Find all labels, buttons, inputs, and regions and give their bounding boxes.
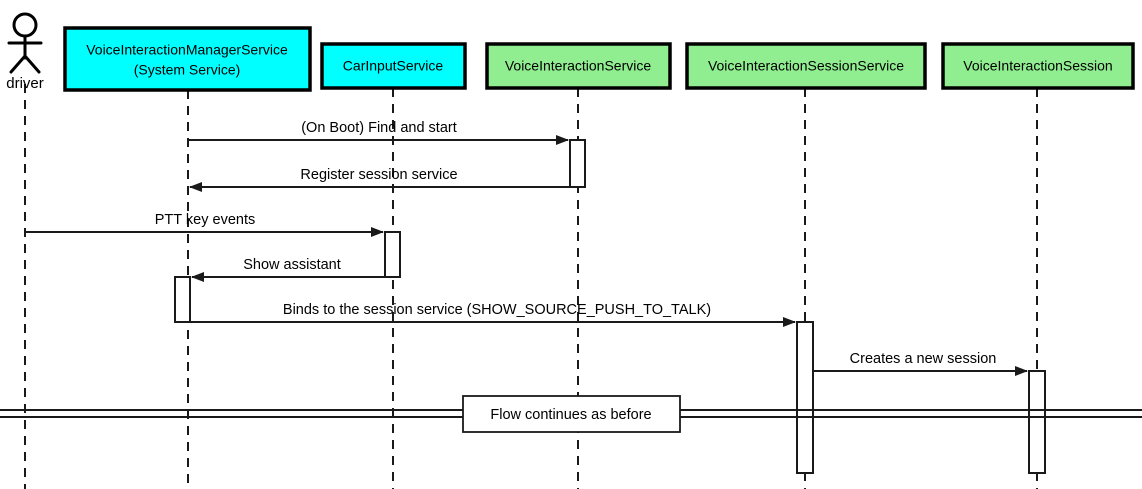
participant-box-vis[interactable] bbox=[485, 42, 672, 90]
activation-bar-cis bbox=[384, 231, 401, 278]
message-show-assistant[interactable]: Show assistant bbox=[191, 257, 400, 282]
message-label-m5: Binds to the session service (SHOW_SOURC… bbox=[283, 302, 711, 318]
message-creates-a-new-session[interactable]: Creates a new session bbox=[813, 351, 1028, 376]
participant-cis[interactable]: CarInputService bbox=[320, 42, 467, 90]
message-binds-to-session-service[interactable]: Binds to the session service (SHOW_SOURC… bbox=[175, 302, 796, 327]
stick-figure-leg-left-icon bbox=[9, 54, 27, 74]
activation-bar-vsession bbox=[1028, 370, 1046, 474]
participant-vims[interactable]: VoiceInteractionManagerService (System S… bbox=[63, 26, 312, 92]
activation-bar-vims bbox=[174, 276, 191, 323]
participant-vsession[interactable]: VoiceInteractionSession bbox=[941, 42, 1135, 90]
participant-box-viss[interactable] bbox=[685, 42, 927, 90]
message-register-session-service[interactable]: Register session service bbox=[189, 167, 570, 192]
message-on-boot-find-and-start[interactable]: (On Boot) Find and start bbox=[188, 120, 569, 145]
stick-figure-head-icon bbox=[12, 12, 38, 38]
stick-figure-leg-right-icon bbox=[23, 54, 41, 74]
actor-label-driver: driver bbox=[6, 75, 44, 92]
participant-label-vims-line2: (System Service) bbox=[134, 62, 241, 78]
actor-driver[interactable]: driver bbox=[6, 12, 44, 92]
message-label-m1: (On Boot) Find and start bbox=[301, 120, 457, 136]
divider-box bbox=[462, 395, 681, 433]
participant-label-vims-line1: VoiceInteractionManagerService bbox=[86, 42, 288, 58]
participant-viss[interactable]: VoiceInteractionSessionService bbox=[685, 42, 927, 90]
activation-bar-viss bbox=[796, 321, 814, 474]
participant-label-cis: CarInputService bbox=[343, 58, 444, 74]
participant-label-vsession: VoiceInteractionSession bbox=[963, 58, 1112, 74]
activation-bars-group bbox=[174, 139, 1046, 474]
participant-box-vims[interactable] bbox=[63, 26, 312, 92]
message-label-m3: PTT key events bbox=[155, 212, 255, 228]
divider-label: Flow continues as before bbox=[490, 407, 651, 423]
message-label-m6: Creates a new session bbox=[850, 351, 997, 367]
divider-flow-continues: Flow continues as before bbox=[0, 395, 1142, 433]
participant-vis[interactable]: VoiceInteractionService bbox=[485, 42, 672, 90]
activation-bar-vis bbox=[569, 139, 586, 188]
message-ptt-key-events[interactable]: PTT key events bbox=[25, 212, 384, 237]
participant-box-cis[interactable] bbox=[320, 42, 467, 90]
participant-box-vsession[interactable] bbox=[941, 42, 1135, 90]
participant-label-viss: VoiceInteractionSessionService bbox=[708, 58, 904, 74]
participant-label-vis: VoiceInteractionService bbox=[505, 58, 652, 74]
message-label-m4: Show assistant bbox=[243, 257, 341, 273]
message-label-m2: Register session service bbox=[300, 167, 457, 183]
